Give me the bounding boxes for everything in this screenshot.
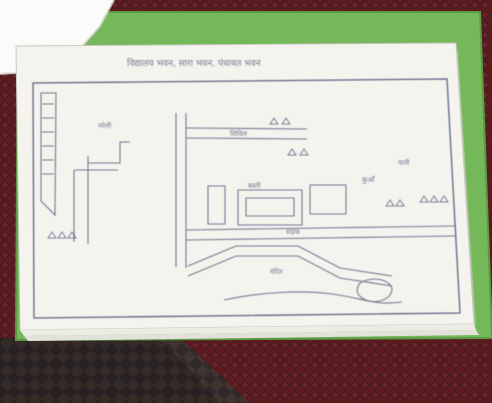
sketch-paper bbox=[16, 43, 474, 330]
label-4: बस्ती bbox=[248, 181, 261, 190]
label-6: मंदिर bbox=[270, 267, 283, 276]
label-1: नरेली bbox=[98, 121, 111, 130]
drawing-frame bbox=[32, 78, 461, 319]
floor-shadow-overlay bbox=[0, 338, 220, 403]
floor-shadow bbox=[0, 338, 250, 403]
sketch-lines bbox=[40, 92, 456, 304]
label-5: कुआँ bbox=[362, 175, 376, 184]
triangle-symbols bbox=[47, 117, 449, 239]
label-2: सिविल bbox=[230, 129, 247, 138]
green-board-edge bbox=[14, 11, 492, 342]
label-3: पानी bbox=[398, 158, 410, 167]
sketch-header: विद्यालय भवन, सारा भवन, पंचायत भवन bbox=[127, 57, 262, 69]
paper-under-1 bbox=[20, 324, 476, 336]
paper-under-2 bbox=[24, 330, 479, 341]
label-7: सड़क bbox=[286, 228, 300, 236]
sketch-labels: नरेली सिविल पानी बस्ती कुआँ मंदिर सड़क bbox=[98, 121, 410, 276]
